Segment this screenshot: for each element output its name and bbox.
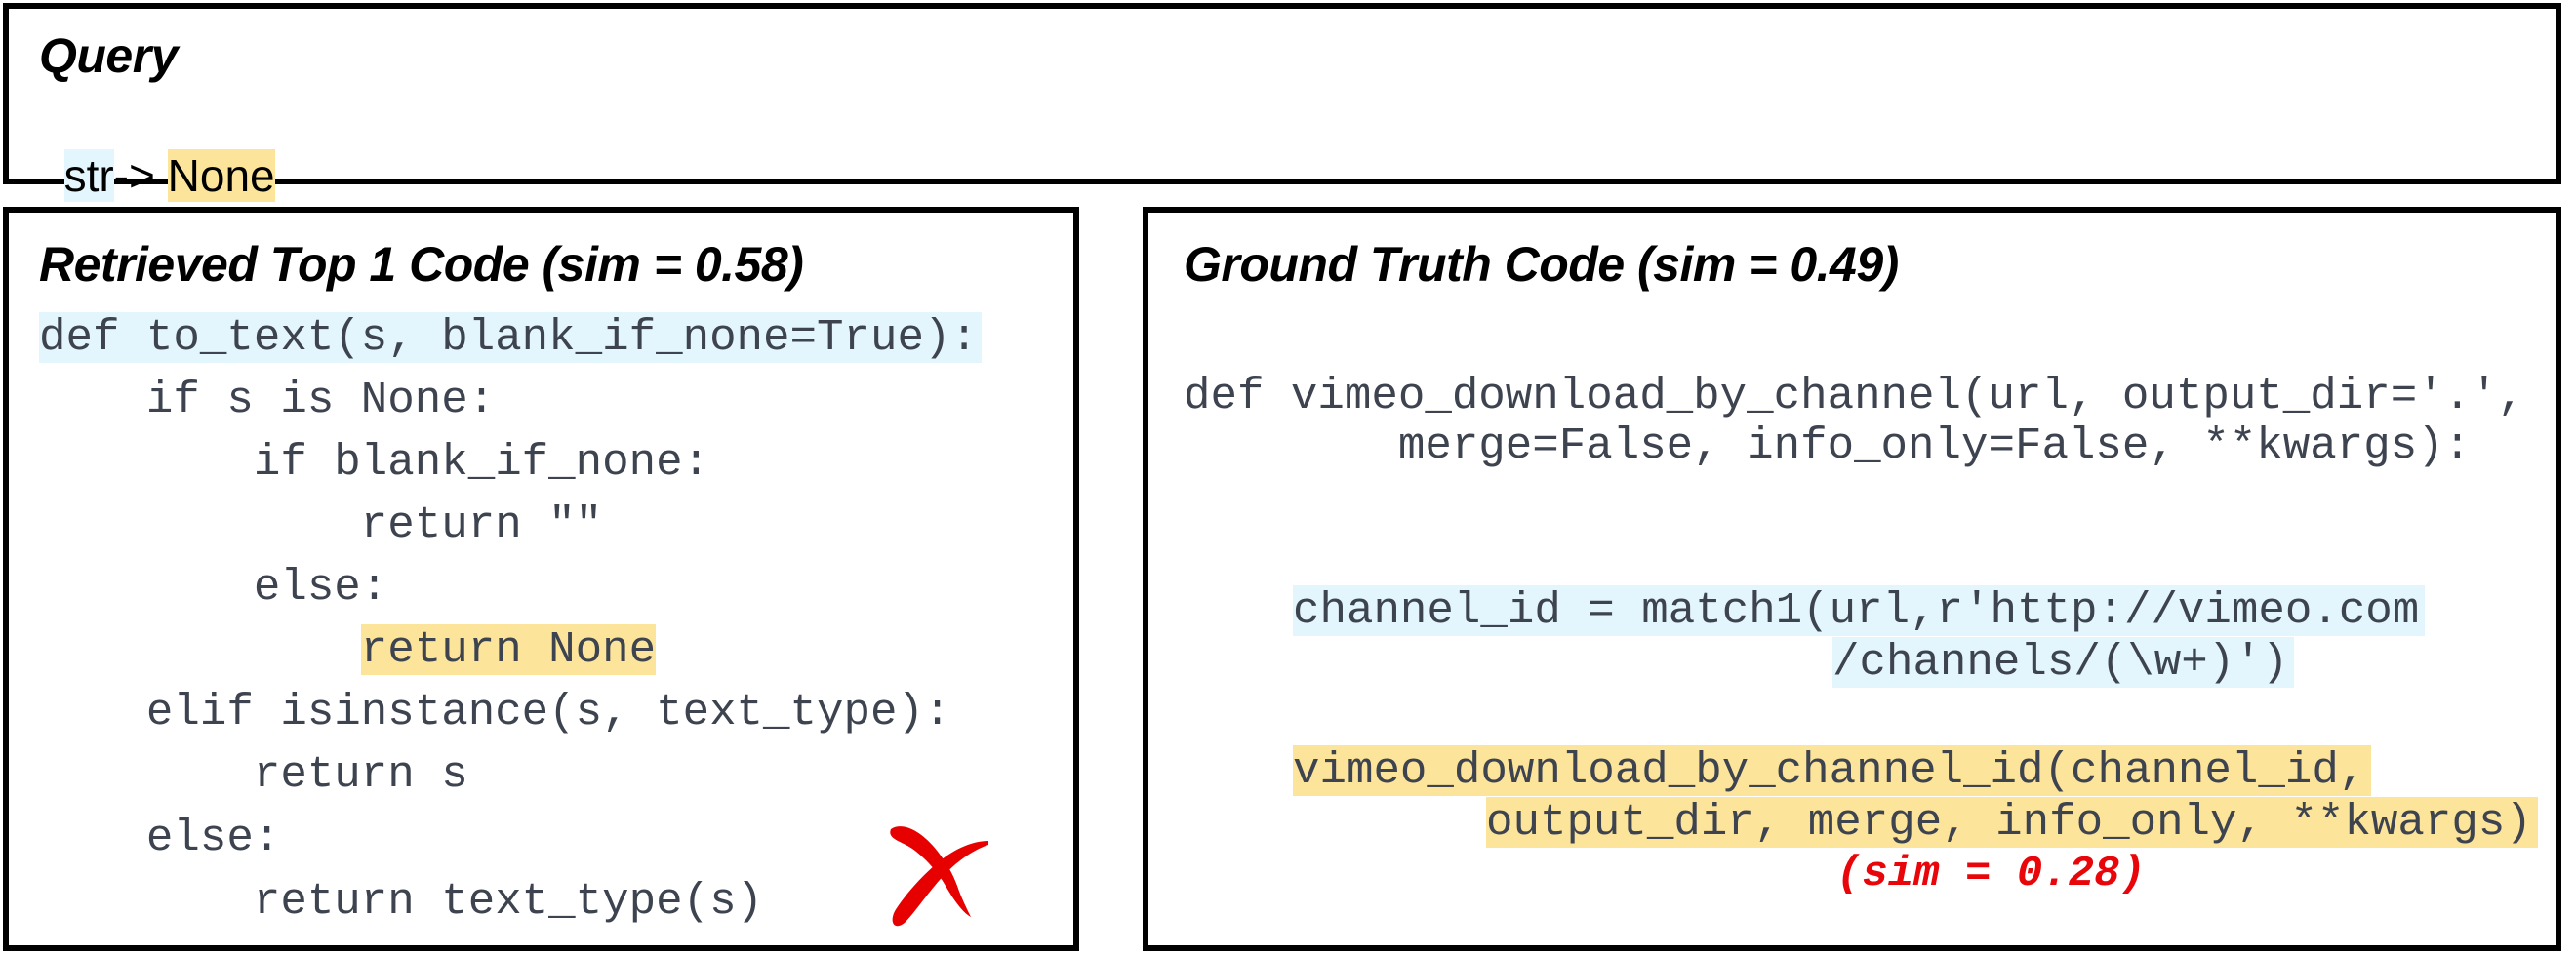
query-panel bbox=[3, 3, 2561, 184]
retrieved-code-line: def to_text(s, blank_if_none=True): bbox=[39, 312, 982, 363]
ground-truth-code-line: vimeo_download_by_channel_id(channel_id, bbox=[1293, 745, 2372, 796]
ground-truth-code-line: def vimeo_download_by_channel(url, outpu… bbox=[1184, 371, 2525, 421]
retrieved-code-line: elif isinstance(s, text_type): bbox=[39, 687, 951, 737]
retrieved-code-line: if blank_if_none: bbox=[39, 437, 710, 488]
retrieved-code-line: return "" bbox=[39, 499, 603, 550]
sub-sim-score: (sim = 0.28) bbox=[1836, 850, 2146, 898]
retrieved-code-line: return text_type(s) bbox=[39, 876, 764, 927]
retrieved-code-line: else: bbox=[39, 813, 281, 863]
retrieved-code-title: Retrieved Top 1 Code (sim = 0.58) bbox=[39, 237, 804, 292]
retrieved-code-line: return s bbox=[39, 749, 468, 800]
ground-truth-code-line: channel_id = match1(url,r'http://vimeo.c… bbox=[1293, 585, 2426, 636]
code-indent bbox=[39, 624, 361, 675]
query-arrow: -> bbox=[113, 150, 168, 201]
query-input-type: str bbox=[63, 149, 114, 202]
ground-truth-code-title: Ground Truth Code (sim = 0.49) bbox=[1184, 237, 1899, 292]
retrieved-code-line: else: bbox=[39, 562, 388, 613]
ground-truth-code-line: /channels/(\w+)') bbox=[1832, 637, 2295, 688]
query-title: Query bbox=[39, 28, 179, 83]
highlighted-return-none: return None bbox=[360, 624, 657, 675]
ground-truth-code-line: output_dir, merge, info_only, **kwargs) bbox=[1486, 797, 2538, 848]
ground-truth-code-line: merge=False, info_only=False, **kwargs): bbox=[1184, 420, 2472, 471]
query-text: str-> None bbox=[39, 104, 275, 202]
retrieved-code-line: if s is None: bbox=[39, 375, 496, 425]
red-x-mark-icon bbox=[890, 826, 988, 927]
retrieved-code-line: return None bbox=[39, 624, 657, 675]
query-return-type: None bbox=[167, 149, 275, 202]
